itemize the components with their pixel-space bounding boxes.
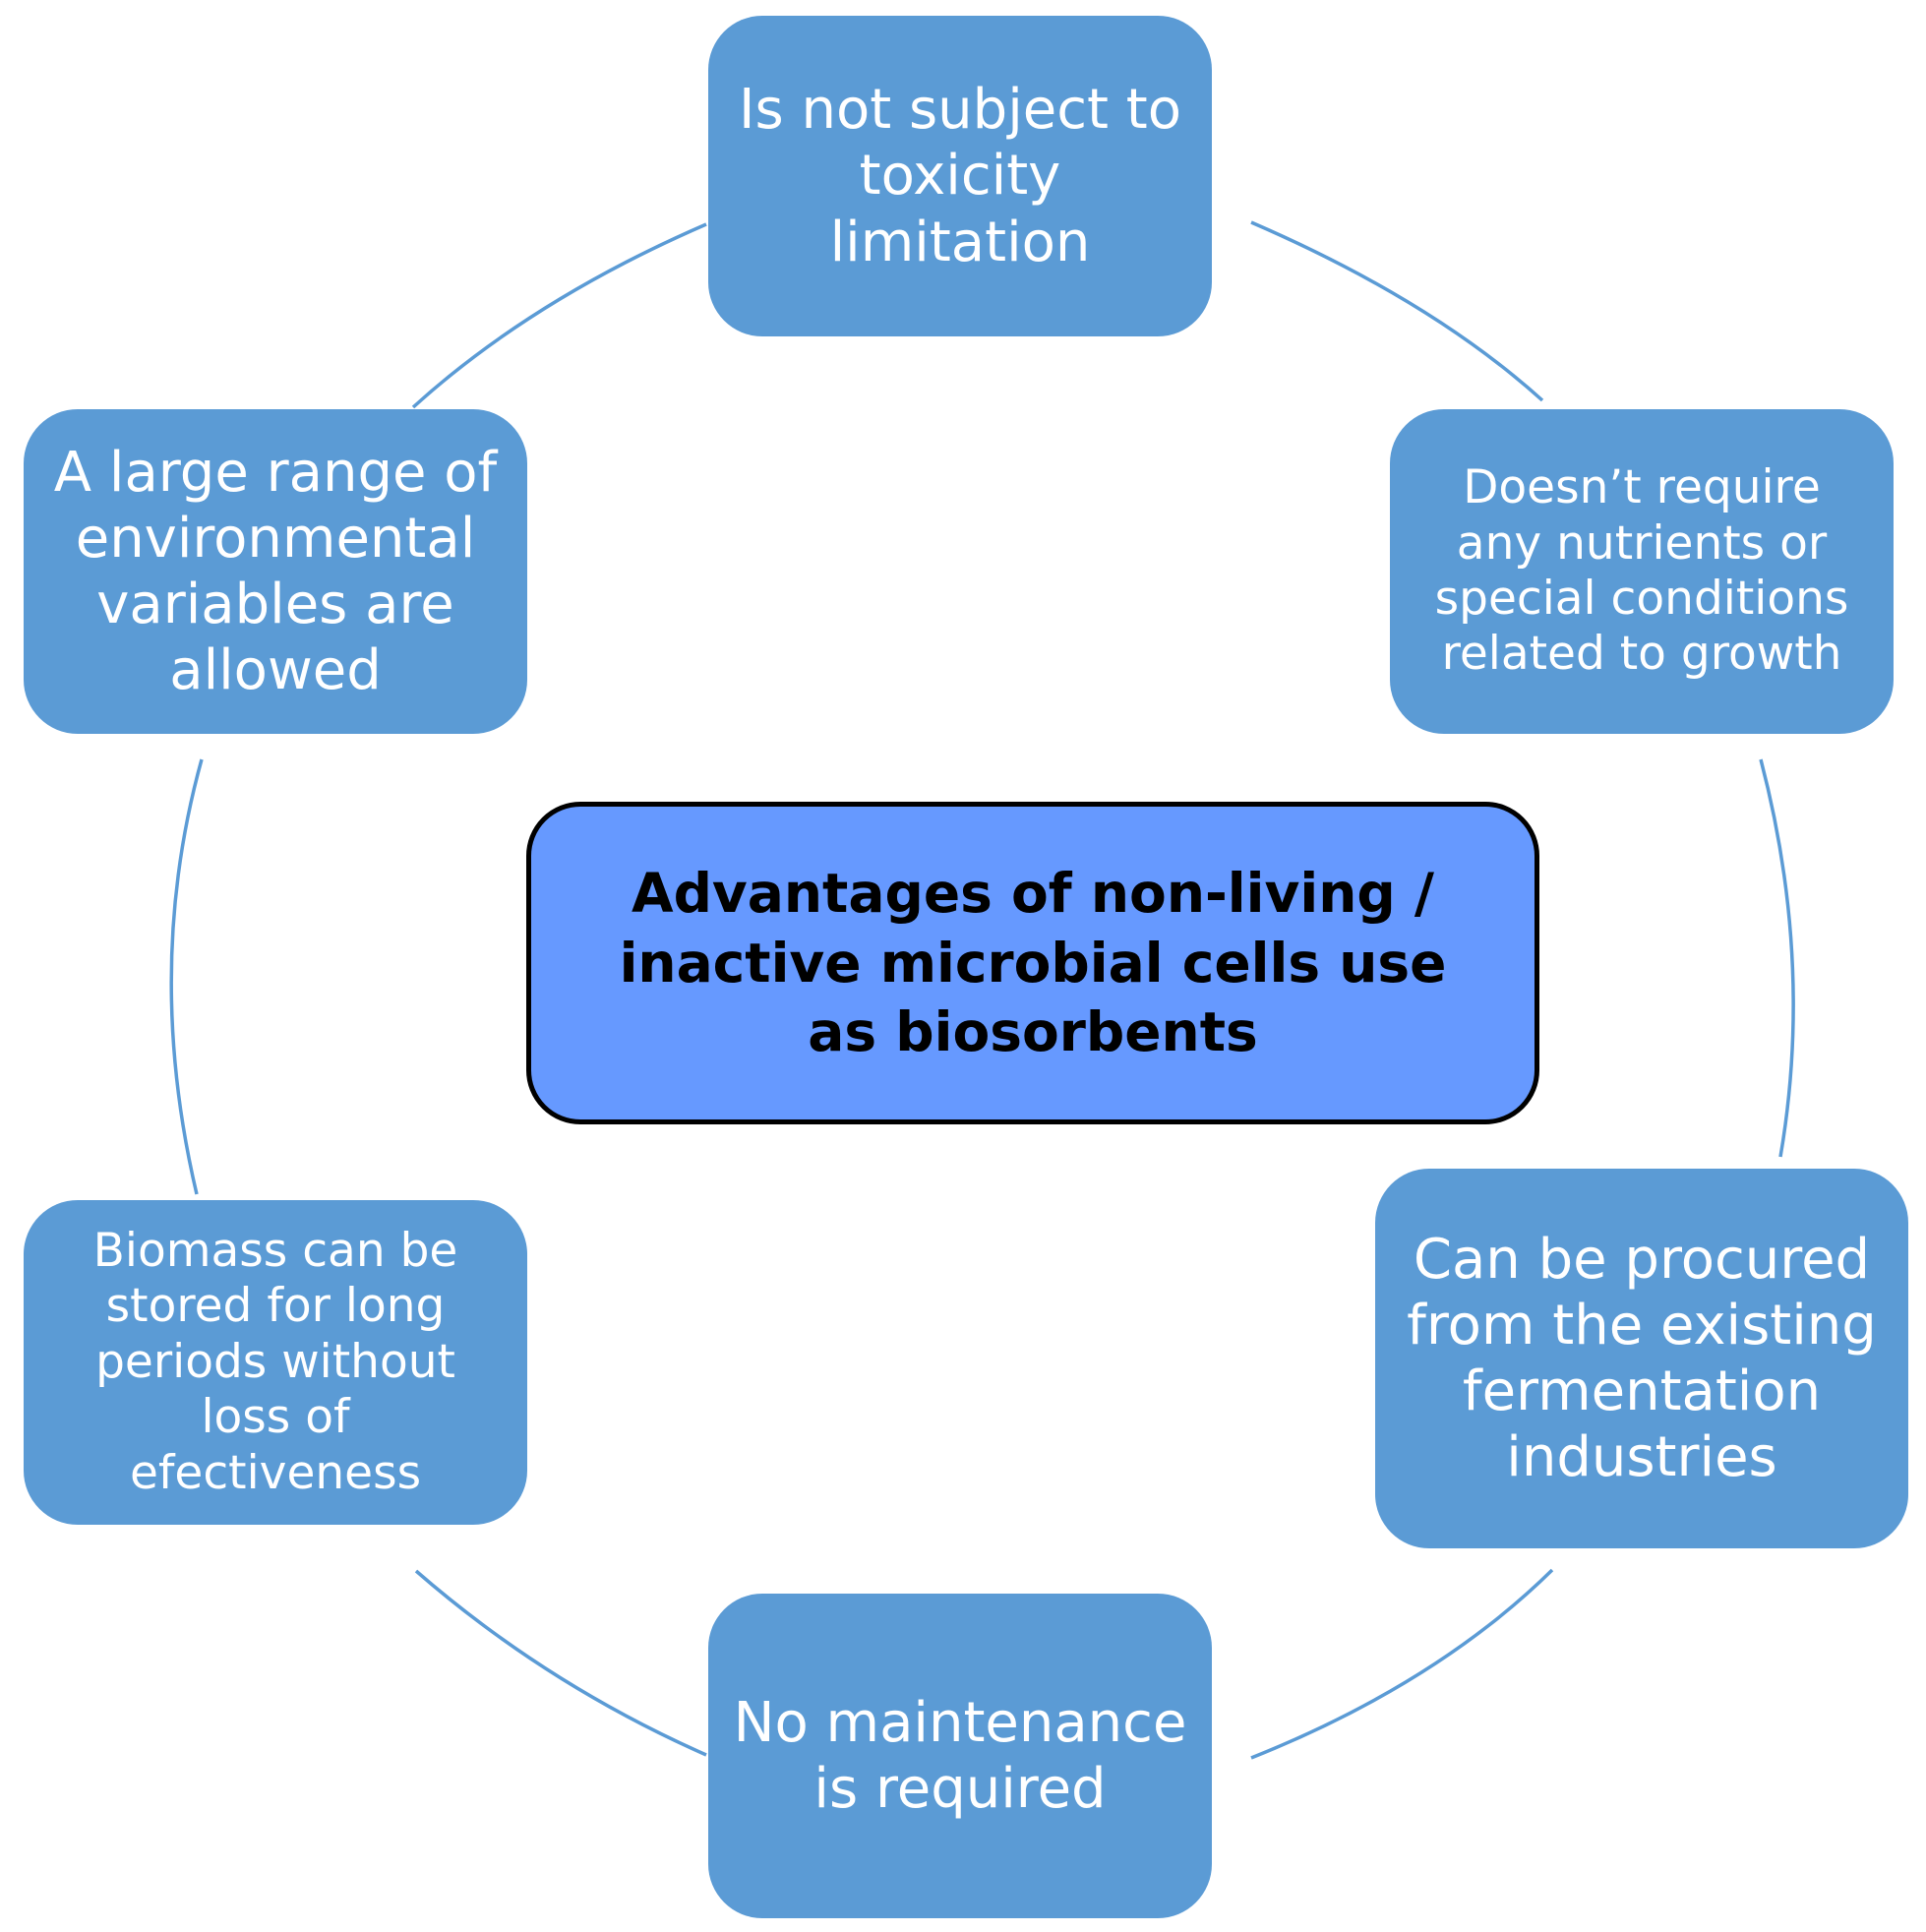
- node-environmental-variables: A large range of environmental variables…: [24, 409, 527, 734]
- ring-arc-left: [169, 758, 204, 1195]
- center-title-box: Advantages of non-living / inactive micr…: [526, 802, 1539, 1124]
- node-procured-from-fermentation: Can be procured from the existing fermen…: [1375, 1169, 1908, 1548]
- ring-arc-bottom-right: [1250, 1568, 1554, 1760]
- node-label: Doesn’t require any nutrients or special…: [1434, 460, 1849, 682]
- ring-arc-top-right: [1250, 220, 1544, 402]
- node-label: Can be procured from the existing fermen…: [1407, 1227, 1877, 1490]
- center-title: Advantages of non-living / inactive micr…: [619, 862, 1447, 1064]
- node-label: No maintenance is required: [733, 1690, 1187, 1821]
- ring-arc-bottom-left: [414, 1569, 707, 1757]
- node-no-nutrients-required: Doesn’t require any nutrients or special…: [1390, 409, 1894, 734]
- ring-arc-top-left: [411, 222, 707, 409]
- node-biomass-storage: Biomass can be stored for long periods w…: [24, 1200, 527, 1525]
- node-label: Biomass can be stored for long periods w…: [92, 1224, 458, 1500]
- node-label: Is not subject to toxicity limitation: [739, 78, 1181, 274]
- node-no-maintenance: No maintenance is required: [708, 1594, 1212, 1918]
- node-label: A large range of environmental variables…: [53, 440, 498, 703]
- ring-arc-right: [1759, 758, 1795, 1158]
- node-not-subject-to-toxicity: Is not subject to toxicity limitation: [708, 16, 1212, 336]
